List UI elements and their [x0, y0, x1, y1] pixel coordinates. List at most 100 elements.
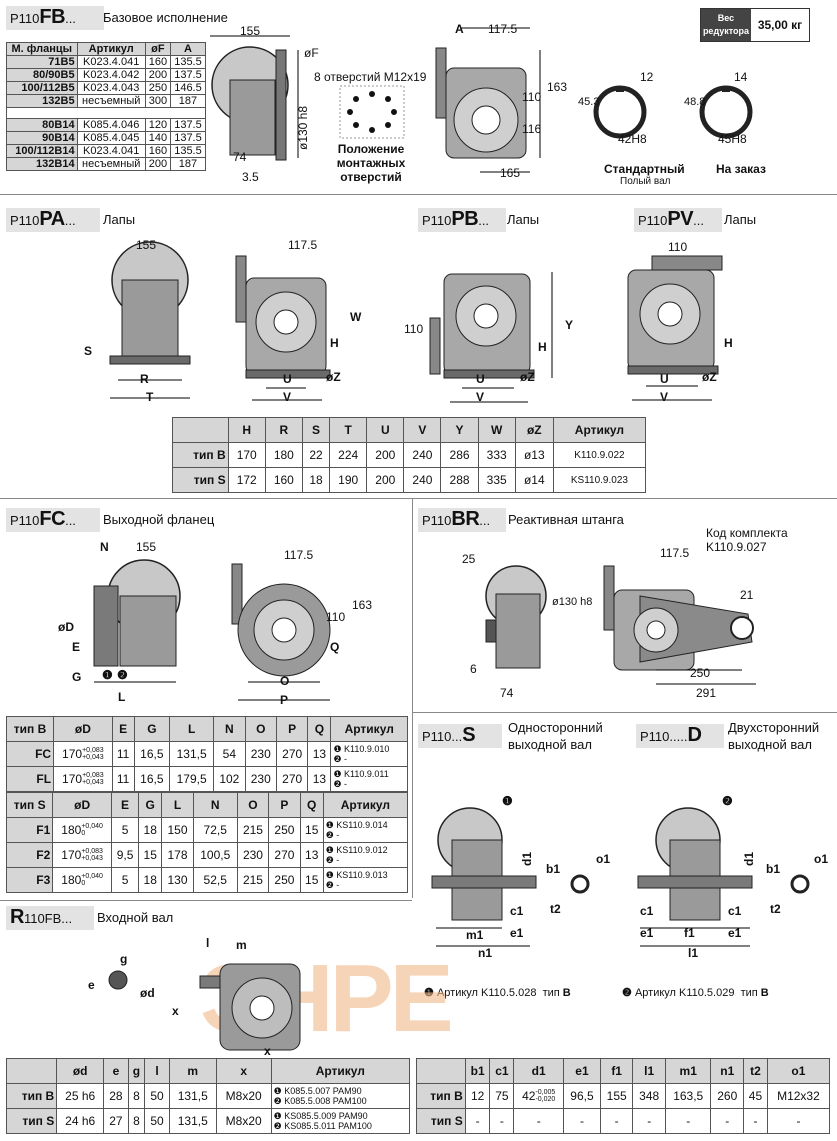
shaft-cell: -: [632, 1108, 666, 1134]
input-cell: 8: [127, 1083, 146, 1109]
fb-side-view: [210, 35, 299, 161]
flange-cell: 200: [144, 157, 171, 171]
pa-dim-H: H: [330, 336, 339, 350]
weight-value: 35,00 кг: [757, 18, 803, 32]
pa-dim-R: R: [140, 372, 149, 386]
fc-b-cell: 11: [111, 766, 135, 792]
fc-b-cell: 179,5: [169, 766, 215, 792]
shaft-cell: 75: [489, 1083, 515, 1109]
fc-s-cell: 230: [236, 842, 270, 868]
section-header-d: P110.....D: [636, 724, 724, 748]
fc-b-cell: 102: [213, 766, 246, 792]
feet-cell: 240: [403, 442, 442, 468]
feet-header-10: Артикул: [552, 417, 647, 443]
input-header-1: ød: [56, 1058, 105, 1084]
s-dim-t2: t2: [550, 902, 561, 916]
feet-header-3: S: [301, 417, 331, 443]
feet-header-8: W: [477, 417, 516, 443]
br-description: Реактивная штанга: [508, 512, 624, 527]
pa-dim-T: T: [146, 390, 154, 404]
pb-dim-Z: øZ: [520, 370, 535, 384]
d-key-detail: [790, 874, 810, 894]
fc-s-cell: 18: [138, 867, 163, 893]
flange-cell: 100/112B14: [6, 144, 78, 158]
feet-cell: 190: [329, 467, 368, 493]
feet-header-2: R: [264, 417, 303, 443]
input-cell: тип B: [5, 1083, 58, 1109]
fc-s-cell: 130: [161, 867, 194, 893]
flange-header-3: A: [169, 42, 207, 56]
fc-b-header-1: øD: [53, 716, 113, 742]
d-dim-e1-left: e1: [640, 926, 654, 940]
fc-s-header-9: Артикул: [322, 792, 409, 818]
shaft-order-45: 45H8: [718, 132, 747, 146]
fc-s-cell: 270: [268, 842, 301, 868]
flange-cell: 187: [169, 157, 207, 171]
feet-cell: 224: [329, 442, 368, 468]
holes-caption: Положение монтажных отверстий: [336, 142, 406, 184]
separator-1: [0, 194, 837, 195]
flange-header-1: Артикул: [76, 42, 146, 56]
d-dim-l1: l1: [688, 946, 699, 960]
pa-description: Лапы: [103, 212, 136, 227]
feet-header-0: [172, 417, 229, 443]
pb-dim-H: H: [538, 340, 547, 354]
feet-cell: 200: [366, 467, 405, 493]
holes-diagram: [339, 85, 405, 139]
flange-cell: 135.5: [169, 55, 207, 69]
feet-cell: 200: [366, 442, 405, 468]
br-dim-250: 250: [690, 666, 711, 680]
d-dim-e1-right: e1: [728, 926, 742, 940]
pv-description: Лапы: [724, 212, 757, 227]
d-dim-o1: o1: [814, 852, 829, 866]
fb-dim-163: 163: [547, 80, 568, 94]
flange-cell: K085.4.045: [76, 131, 146, 145]
flange-cell: 137.5: [169, 118, 207, 132]
feet-cell: KS110.9.023: [552, 467, 647, 493]
fc-dim-D: øD: [58, 620, 74, 634]
fc-dim-N: N: [100, 540, 109, 554]
fc-b-cell: 270: [275, 766, 309, 792]
feet-cell: 335: [477, 467, 516, 493]
shaft-header-10: o1: [766, 1058, 831, 1084]
shaft-row: тип S----------: [416, 1108, 831, 1134]
fc-dim-110: 110: [326, 610, 346, 624]
fc-b-cell: 230: [244, 766, 277, 792]
shaft-cell: 348: [632, 1083, 666, 1109]
fc-dim-Q: Q: [330, 640, 340, 654]
pv-dim-Z: øZ: [702, 370, 717, 384]
feet-cell: тип S: [172, 467, 229, 493]
r-dim-m: m: [236, 938, 247, 952]
s-marker-1: ❶: [502, 794, 513, 808]
flange-cell: K023.4.042: [76, 68, 146, 82]
r-dim-d: ød: [140, 986, 155, 1000]
fc-b-header-3: G: [133, 716, 171, 742]
fc-s-cell: 150: [161, 817, 194, 843]
separator-4: [0, 900, 412, 901]
fc-description: Выходной фланец: [103, 512, 215, 527]
feet-cell: 333: [477, 442, 516, 468]
br-kit-code: K110.9.027: [706, 540, 767, 554]
input-cell: 131,5: [168, 1108, 217, 1134]
fc-s-cell: 52,5: [192, 867, 238, 893]
input-cell: тип S: [5, 1108, 58, 1134]
pv-front-view: [627, 255, 723, 401]
d-dim-t2: t2: [770, 902, 781, 916]
pa-dim-S: S: [84, 344, 93, 358]
fc-b-cell: 230: [244, 741, 277, 767]
pa-dim-U: U: [283, 372, 292, 386]
fc-dim-G: G: [72, 670, 82, 684]
r-dim-e: e: [88, 978, 95, 992]
shaft-order-48-8: 48.8: [684, 96, 706, 108]
shaft-std-45-3: 45.3: [578, 96, 600, 108]
fc-dim-P: P: [280, 693, 289, 707]
s-description-2: выходной вал: [508, 737, 592, 752]
